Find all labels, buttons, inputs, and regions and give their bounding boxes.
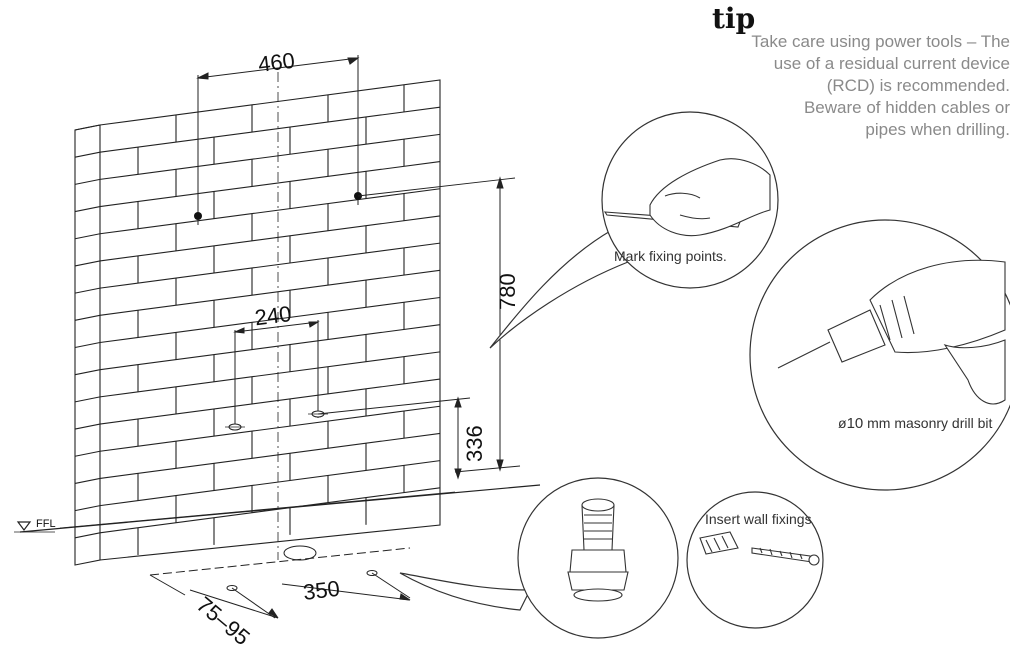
dim-336: 336 bbox=[462, 425, 487, 462]
drill-illustration bbox=[777, 259, 1006, 405]
brick-course-line bbox=[99, 242, 441, 289]
brick-wall bbox=[74, 79, 441, 566]
brick-side-line bbox=[74, 477, 101, 484]
brick-course-line bbox=[99, 269, 441, 316]
brick-side-line bbox=[74, 233, 101, 240]
dimension-336 bbox=[454, 396, 462, 480]
dim-75-95: 75–95 bbox=[192, 592, 255, 645]
waste-fitting-illustration bbox=[567, 498, 629, 602]
drill-text: mm masonry drill bit bbox=[863, 415, 992, 431]
tip-line-4: Beware of hidden cables or bbox=[803, 98, 1010, 117]
dim-460: 460 bbox=[257, 48, 296, 77]
brick-course-line bbox=[99, 460, 441, 507]
dimension-460 bbox=[196, 55, 360, 225]
caption-drill: ø10 mm masonry drill bit bbox=[838, 415, 992, 432]
dim-350: 350 bbox=[302, 576, 341, 605]
brick-course-line bbox=[99, 106, 441, 153]
drill-size: 10 bbox=[847, 415, 864, 432]
fixing-point-lower-left bbox=[225, 423, 245, 431]
ffl-label: FFL bbox=[36, 518, 56, 530]
tip-line-2: use of a residual current device bbox=[773, 54, 1010, 73]
brick-side-line bbox=[74, 505, 101, 512]
brick-side-line bbox=[74, 396, 101, 403]
tip-line-3: (RCD) is recommended. bbox=[826, 76, 1010, 95]
brick-side-line bbox=[74, 206, 101, 213]
brick-side-line bbox=[74, 260, 101, 267]
brick-side-line bbox=[74, 287, 101, 294]
floor-level bbox=[14, 484, 541, 533]
brick-course-line bbox=[99, 487, 441, 534]
dimension-240 bbox=[233, 320, 320, 430]
brick-side-line bbox=[74, 369, 101, 376]
floor-outlet bbox=[149, 545, 411, 619]
brick-course-line bbox=[99, 188, 441, 235]
brick-side-line bbox=[74, 314, 101, 321]
dimension-780 bbox=[454, 176, 521, 473]
brick-side-line bbox=[74, 532, 101, 539]
brick-side-line bbox=[74, 178, 101, 185]
dim-240: 240 bbox=[253, 301, 292, 330]
brick-course-line bbox=[99, 432, 441, 479]
tip-title: tip bbox=[712, 2, 756, 35]
fixing-point-upper-left bbox=[194, 212, 202, 220]
dim-780: 780 bbox=[495, 273, 520, 310]
bubble-fixings bbox=[686, 491, 824, 629]
tip-line-1: Take care using power tools – The bbox=[751, 32, 1010, 51]
wall-plug-screw-illustration bbox=[699, 531, 820, 566]
brick-course-line bbox=[99, 215, 441, 262]
caption-mark: Mark fixing points. bbox=[614, 248, 727, 264]
brick-course-line bbox=[99, 324, 441, 371]
drill-diameter-symbol: ø bbox=[838, 415, 847, 431]
brick-side-line bbox=[74, 151, 101, 158]
tip-box: tip Take care using power tools – The us… bbox=[700, 0, 1010, 160]
brick-course-line bbox=[99, 133, 441, 180]
brick-side-line bbox=[74, 423, 101, 430]
brick-course-line bbox=[99, 351, 441, 398]
tip-line-5: pipes when drilling. bbox=[865, 120, 1010, 139]
hand-pencil-illustration bbox=[603, 158, 771, 237]
brick-side-line bbox=[74, 450, 101, 457]
brick-course-line bbox=[99, 378, 441, 425]
caption-insert: Insert wall fixings bbox=[705, 511, 812, 527]
brick-course-line bbox=[99, 405, 441, 452]
brick-side-line bbox=[74, 341, 101, 349]
brick-course-line bbox=[99, 296, 441, 344]
brick-course-line bbox=[99, 161, 441, 208]
